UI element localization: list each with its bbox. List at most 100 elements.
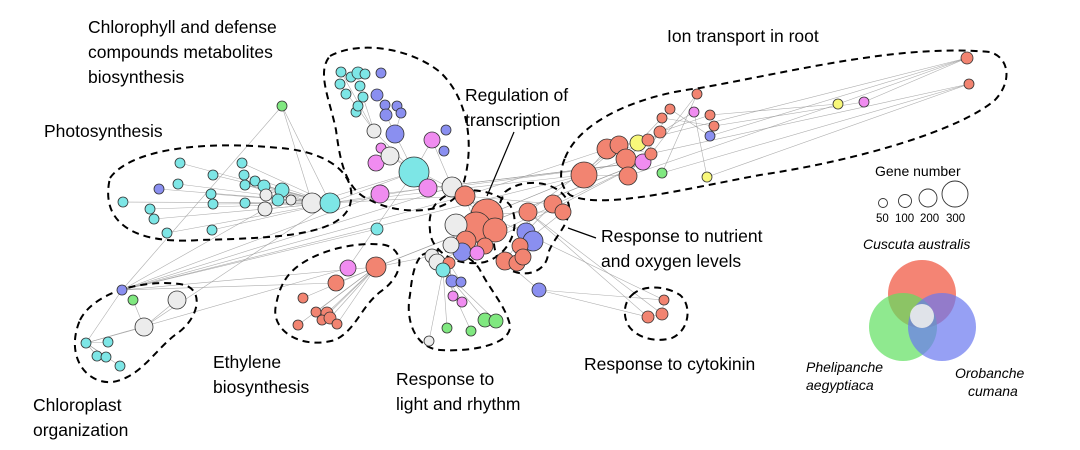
network-node bbox=[239, 197, 251, 209]
network-node bbox=[385, 124, 405, 144]
network-node bbox=[167, 290, 187, 310]
label-chloroplast: Chloroplast organization bbox=[33, 395, 128, 440]
size-legend-label-200: 200 bbox=[920, 213, 939, 225]
network-node bbox=[352, 100, 364, 112]
network-node bbox=[340, 88, 352, 100]
network-node bbox=[960, 51, 974, 65]
network-node bbox=[354, 80, 366, 92]
network-node bbox=[205, 188, 217, 200]
network-node bbox=[91, 350, 103, 362]
label-light: Response to light and rhythm bbox=[396, 369, 521, 414]
network-edge bbox=[863, 57, 968, 103]
hull-photosynthesis bbox=[107, 144, 353, 242]
network-node bbox=[554, 203, 572, 221]
network-node bbox=[161, 227, 173, 239]
network-edge bbox=[121, 105, 283, 291]
network-edge bbox=[661, 83, 970, 174]
network-node bbox=[148, 213, 160, 225]
size-legend: Gene number 50 100 200 300 bbox=[875, 163, 969, 225]
network-edge bbox=[661, 93, 698, 174]
label-ethylene: Ethylene biosynthesis bbox=[213, 352, 310, 397]
size-legend-circle-200 bbox=[918, 188, 938, 208]
network-node bbox=[153, 183, 165, 195]
network-edge bbox=[121, 266, 377, 291]
network-node bbox=[249, 175, 261, 187]
network-node bbox=[469, 245, 485, 261]
network-node bbox=[656, 167, 668, 179]
hull-light bbox=[407, 249, 512, 352]
network-edge bbox=[709, 103, 839, 116]
network-node bbox=[335, 66, 347, 78]
network-node bbox=[701, 171, 713, 183]
network-node bbox=[114, 360, 126, 372]
network-node bbox=[418, 178, 438, 198]
label-nutrient: Response to nutrient and oxygen levels bbox=[601, 226, 767, 271]
network-node bbox=[454, 185, 476, 207]
venn-legend: Cuscuta australis Phelipanche aegyptiaca… bbox=[806, 236, 1028, 399]
network-edge bbox=[329, 266, 377, 319]
network-node bbox=[319, 192, 341, 214]
venn-label-phelipanche: Phelipanche aegyptiaca bbox=[806, 359, 887, 393]
network-node bbox=[285, 194, 297, 206]
network-edge bbox=[538, 289, 665, 301]
network-node bbox=[127, 294, 139, 306]
network-node bbox=[144, 203, 156, 215]
network-node bbox=[102, 336, 114, 348]
label-regulation: Regulation of transcription bbox=[465, 85, 573, 130]
venn-label-cuscuta: Cuscuta australis bbox=[863, 236, 970, 252]
network-edge bbox=[709, 57, 968, 137]
network-node bbox=[963, 78, 975, 90]
network-edge bbox=[464, 148, 608, 197]
network-node bbox=[207, 169, 219, 181]
network-node bbox=[172, 178, 184, 190]
network-edge bbox=[538, 289, 649, 318]
network-edge bbox=[149, 202, 331, 210]
network-edge bbox=[659, 114, 711, 133]
network-node bbox=[380, 146, 400, 166]
network-edge bbox=[143, 202, 331, 328]
hull-ethylene bbox=[274, 243, 401, 344]
network-node bbox=[655, 307, 669, 321]
network-node bbox=[488, 313, 504, 329]
network-node bbox=[370, 222, 384, 236]
network-node bbox=[465, 325, 477, 337]
network-edge bbox=[166, 202, 331, 234]
size-legend-label-100: 100 bbox=[895, 213, 914, 225]
network-edge bbox=[527, 211, 649, 318]
venn-center-overlap bbox=[910, 304, 934, 328]
network-node bbox=[514, 248, 532, 266]
hull-chlorophyll bbox=[322, 46, 470, 212]
network-edge bbox=[121, 186, 453, 291]
network-edge bbox=[442, 269, 448, 329]
network-node bbox=[858, 96, 870, 108]
network-edge bbox=[85, 267, 349, 344]
network-node bbox=[444, 213, 468, 237]
network-node bbox=[570, 161, 598, 189]
venn-label-orobanche: Orobanche cumana bbox=[955, 365, 1028, 399]
network-node bbox=[482, 217, 508, 243]
network-node bbox=[518, 202, 538, 222]
network-edge bbox=[837, 57, 968, 105]
network-node bbox=[644, 147, 658, 161]
network-edge bbox=[669, 108, 711, 137]
network-node bbox=[271, 193, 285, 207]
nutrient-callout-line bbox=[567, 227, 597, 239]
hull-ion-transport bbox=[560, 49, 1008, 202]
network-node bbox=[395, 107, 407, 119]
network-node bbox=[704, 109, 716, 121]
network-node bbox=[658, 294, 670, 306]
network-node bbox=[116, 284, 128, 296]
network-node bbox=[331, 318, 343, 330]
network-node bbox=[327, 274, 345, 292]
network-node bbox=[832, 98, 844, 110]
network-edge bbox=[281, 105, 331, 204]
network-node bbox=[80, 337, 92, 349]
network-edge bbox=[121, 208, 266, 291]
network-node bbox=[365, 256, 387, 278]
network-node bbox=[292, 319, 304, 331]
network-node bbox=[379, 108, 393, 122]
network-edge bbox=[451, 161, 644, 188]
network-node bbox=[174, 157, 186, 169]
